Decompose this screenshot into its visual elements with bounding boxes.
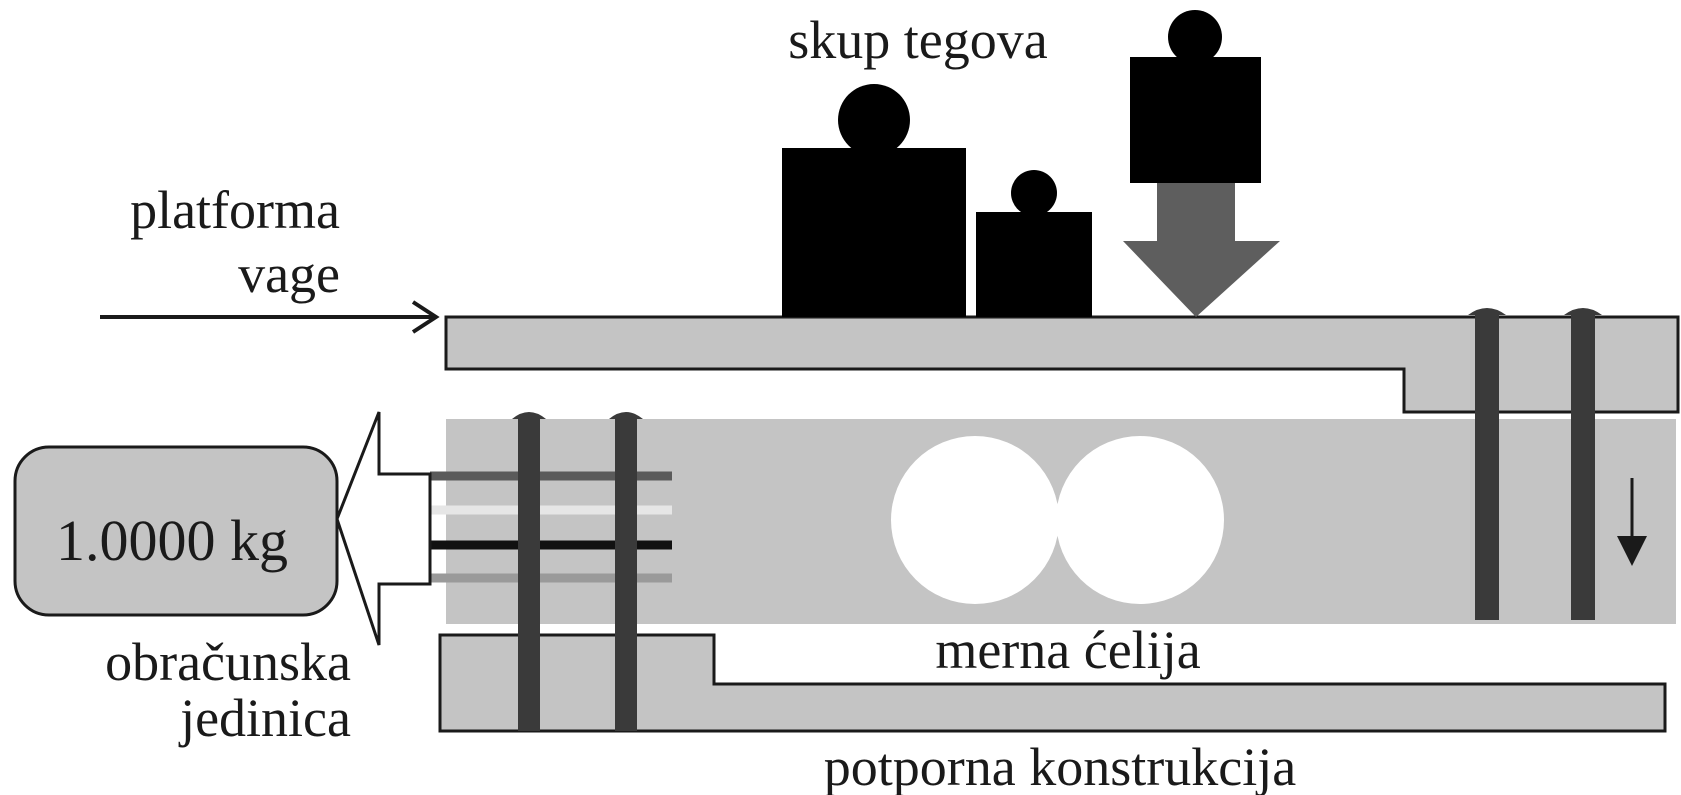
weight-small [976,170,1092,317]
bolt-left-1 [518,418,540,731]
label-support-structure: potporna konstrukcija [824,737,1296,795]
label-weights-set: skup tegova [788,10,1047,70]
weight-hanging [1130,10,1261,183]
support-structure [438,633,1667,733]
right-arrow-icon [100,300,440,334]
weight-large [782,84,966,317]
bolt-head-right-1 [1468,308,1506,315]
label-platform-line2: vage [238,244,340,304]
bolt-right-1 [1475,312,1499,620]
bolt-head-right-2 [1564,308,1602,315]
label-platform-line1: platforma [130,180,340,240]
load-cell-hole-right [1056,436,1224,604]
small-down-arrow-icon [1617,478,1647,566]
label-load-cell: merna ćelija [935,620,1200,680]
label-computing-unit-line2: jedinica [178,688,351,748]
scale-platform [444,315,1680,414]
bolt-head-left-1 [512,412,546,419]
display-value: 1.0000 kg [56,508,288,573]
bolt-right-2 [1571,312,1595,620]
load-cell-hole-left [891,436,1059,604]
display-callout [335,411,432,646]
bolt-left-2 [615,418,637,731]
bolt-head-left-2 [609,412,643,419]
computing-unit-display [13,445,339,617]
label-computing-unit-line1: obračunska [105,632,351,692]
down-arrow-icon [1123,183,1280,317]
